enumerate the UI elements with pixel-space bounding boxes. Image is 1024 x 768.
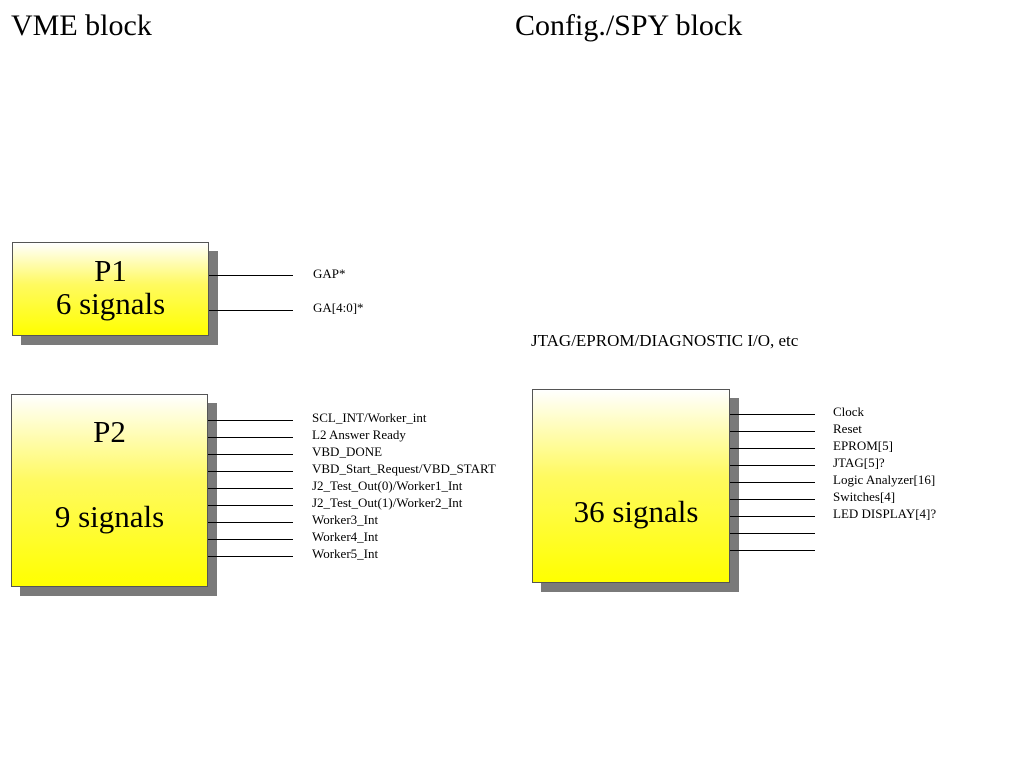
p1-connector-box: P1 6 signals (12, 242, 209, 336)
config-block-caption: JTAG/EPROM/DIAGNOSTIC I/O, etc (531, 331, 799, 350)
config-wire (730, 516, 815, 517)
p2-connector-box: P2 9 signals (11, 394, 208, 587)
config-signal-label: Switches[4] (833, 489, 896, 504)
p2-wire (208, 556, 293, 557)
p2-wire (208, 522, 293, 523)
config-signal-label: Reset (833, 421, 862, 436)
p1-signal-label: GA[4:0]* (313, 300, 364, 315)
config-wire (730, 465, 815, 466)
config-wire (730, 499, 815, 500)
p2-signal-count: 9 signals (54, 499, 165, 534)
config-wire (730, 448, 815, 449)
p2-wire (208, 437, 293, 438)
vme-block-heading: VME block (11, 9, 152, 42)
p2-wire (208, 471, 293, 472)
config-wire (730, 550, 815, 551)
p1-signal-count: 6 signals (55, 286, 166, 321)
p2-signal-label: L2 Answer Ready (312, 427, 406, 442)
config-signal-count: 36 signals (573, 494, 699, 529)
config-signal-label: LED DISPLAY[4]? (833, 506, 937, 521)
p2-wire (208, 539, 293, 540)
p2-signal-label: VBD_DONE (312, 444, 383, 459)
p2-signal-label: Worker5_Int (312, 546, 379, 561)
p2-signal-label: VBD_Start_Request/VBD_START (312, 461, 496, 476)
config-signal-label: Clock (833, 404, 865, 419)
config-wire (730, 482, 815, 483)
config-signal-label: JTAG[5]? (833, 455, 885, 470)
config-wire (730, 431, 815, 432)
config-wire (730, 533, 815, 534)
p1-signal-label: GAP* (313, 266, 346, 281)
p2-signal-label: J2_Test_Out(0)/Worker1_Int (312, 478, 463, 493)
p1-wire (209, 310, 293, 311)
p2-wire (208, 454, 293, 455)
p2-wire (208, 505, 293, 506)
config-spy-block-heading: Config./SPY block (515, 9, 743, 42)
p2-signal-label: Worker4_Int (312, 529, 379, 544)
config-wire (730, 414, 815, 415)
p1-wire (209, 275, 293, 276)
config-spy-box: 36 signals (532, 389, 730, 583)
config-signal-label: Logic Analyzer[16] (833, 472, 936, 487)
p2-signal-label: Worker3_Int (312, 512, 379, 527)
config-signal-label: EPROM[5] (833, 438, 893, 453)
p2-signal-label: SCL_INT/Worker_int (312, 410, 427, 425)
p2-wire (208, 488, 293, 489)
p1-title: P1 (94, 253, 127, 288)
p2-signal-label: J2_Test_Out(1)/Worker2_Int (312, 495, 463, 510)
p2-wire (208, 420, 293, 421)
p2-title: P2 (93, 414, 126, 449)
